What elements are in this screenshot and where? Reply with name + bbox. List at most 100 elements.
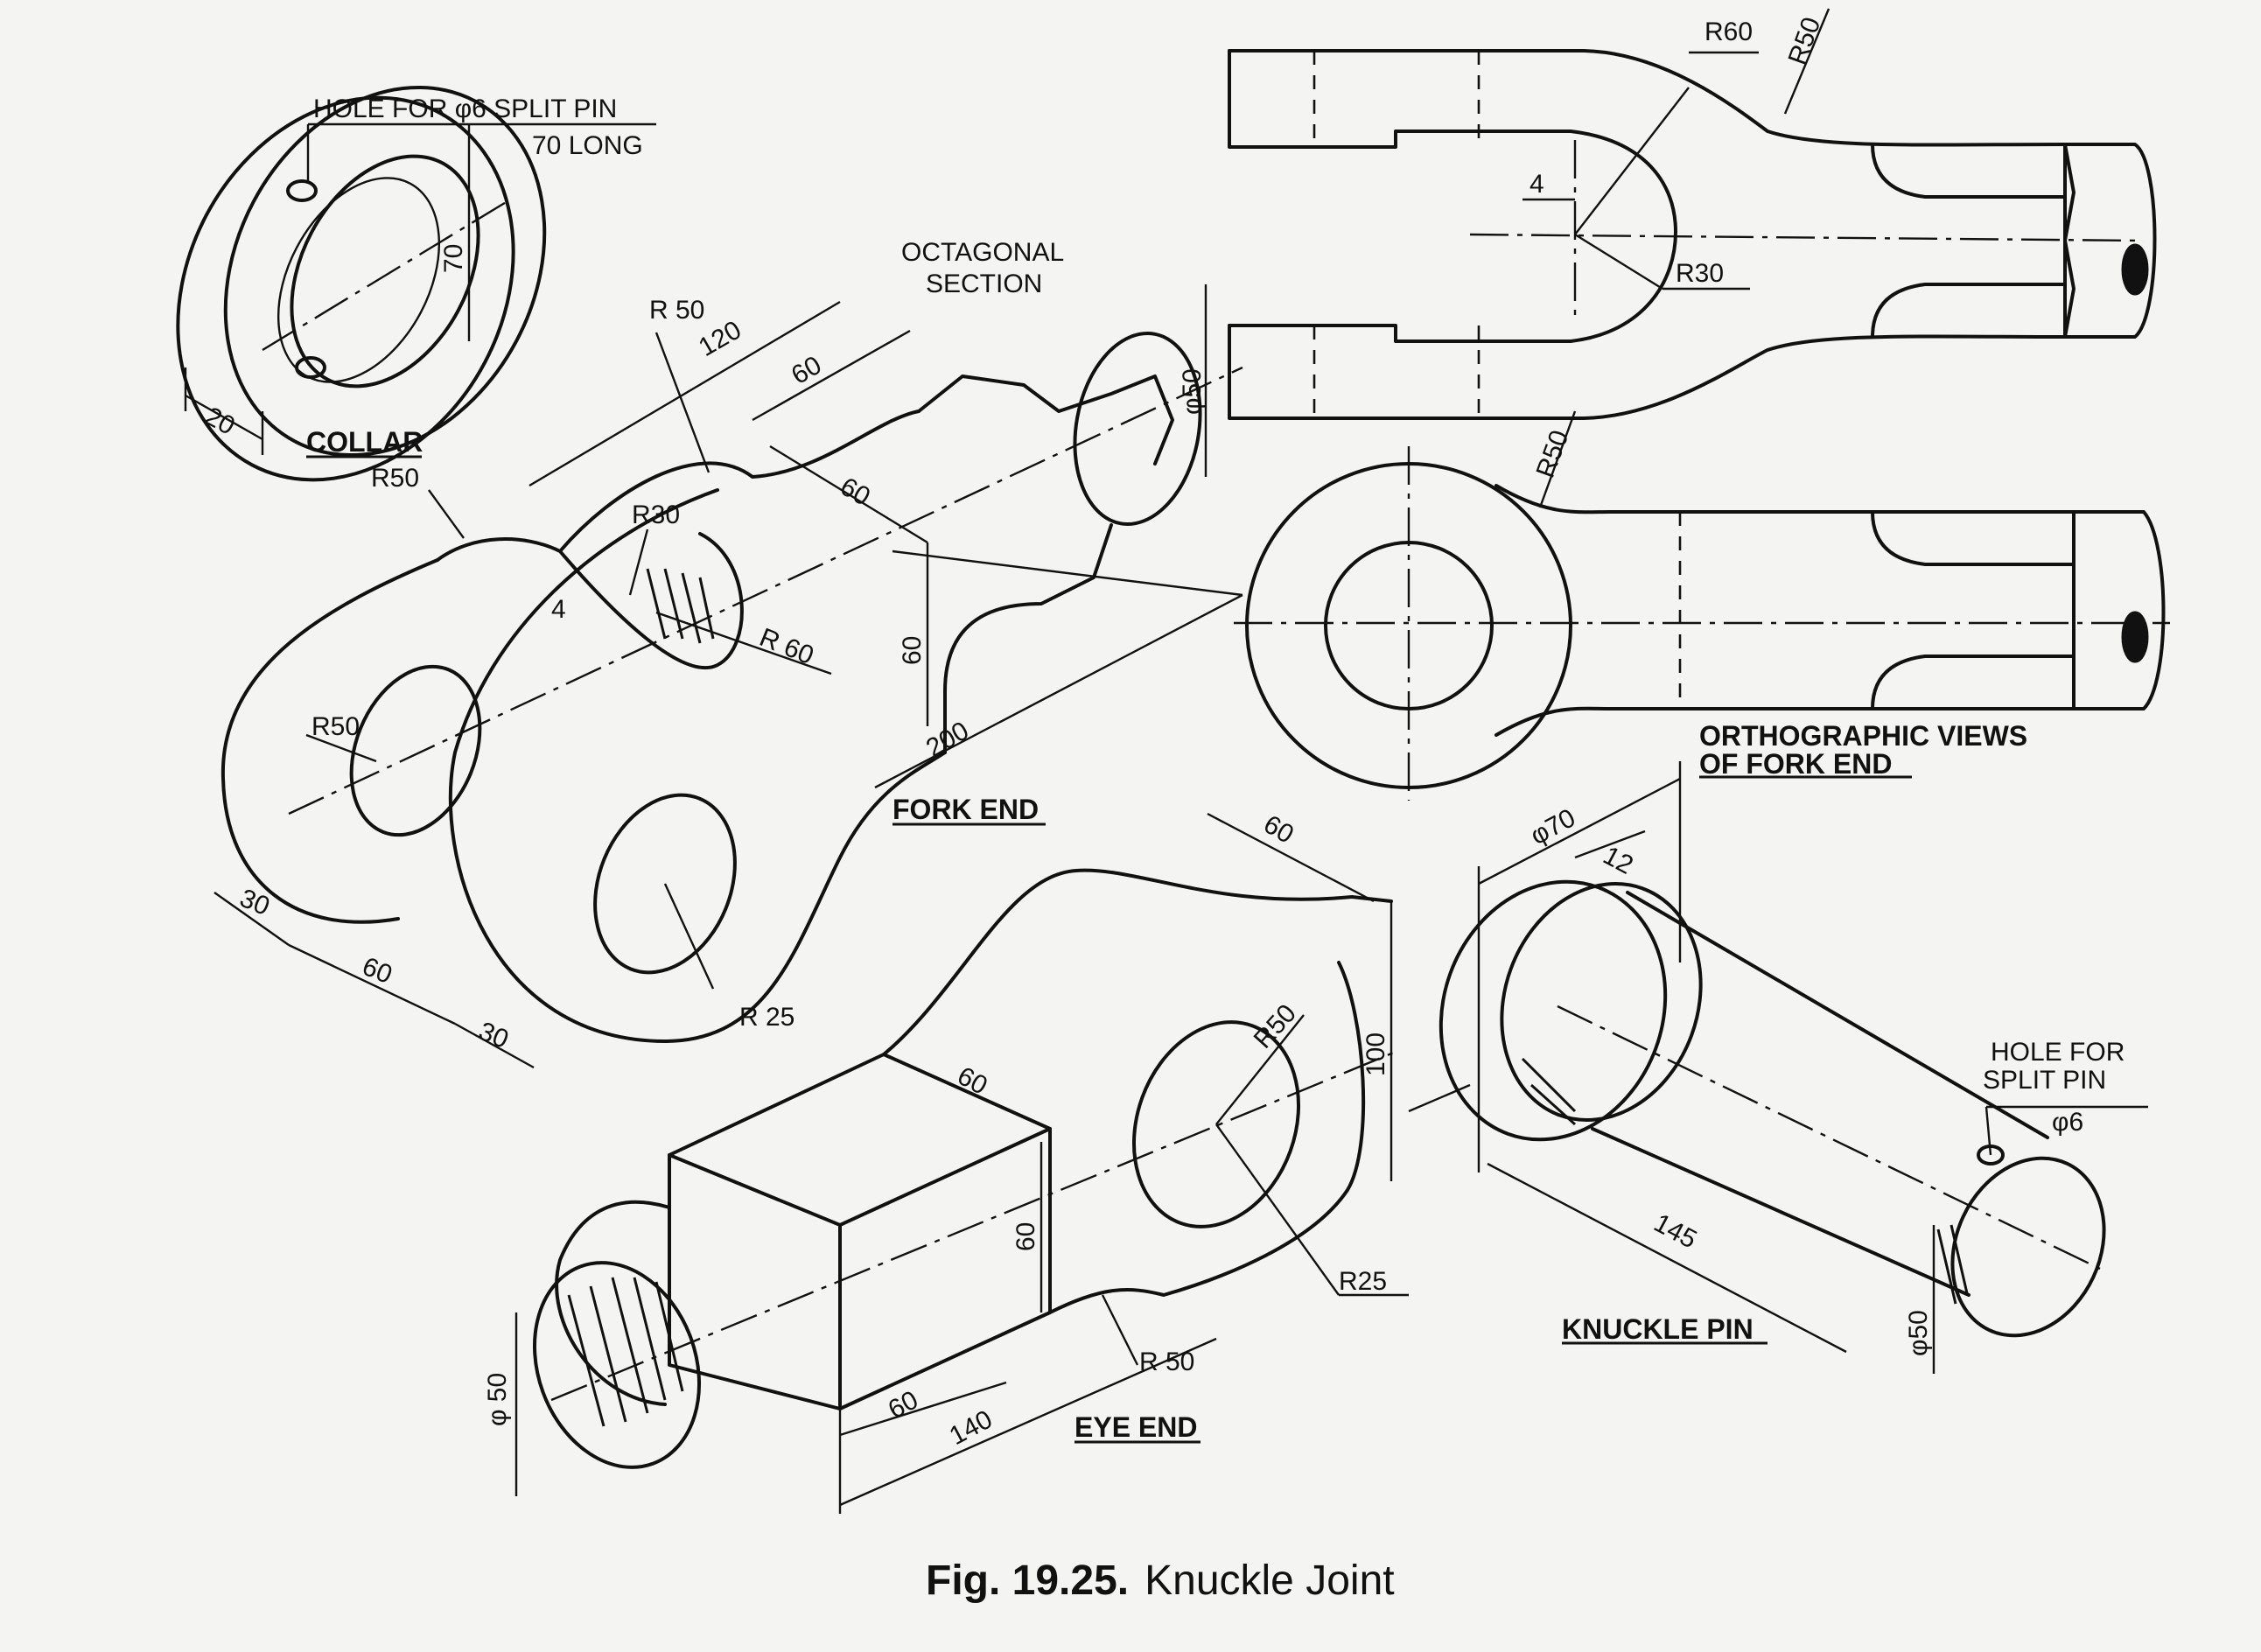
fork-dim-30b-line bbox=[454, 1022, 535, 1069]
eye-dim-r50: R50 bbox=[1249, 999, 1302, 1054]
collar-dim-70: 70 bbox=[439, 244, 468, 273]
pin-dim-145-line bbox=[1487, 1162, 1847, 1354]
fork-front-lug-outline bbox=[448, 488, 947, 1043]
ortho-front-body bbox=[1494, 484, 2076, 737]
eye-section-hatch bbox=[611, 1277, 649, 1414]
ortho-top-rod-section bbox=[2121, 243, 2149, 296]
pin-head-front bbox=[1500, 881, 1703, 1123]
fork-r50-hole-leader bbox=[305, 733, 377, 763]
ortho-top-upper-jaw bbox=[1228, 49, 1677, 234]
fork-dim-30a-line bbox=[214, 892, 290, 946]
eye-octagon-top bbox=[668, 1053, 1052, 1227]
pin-hole-note-dia: φ6 bbox=[2052, 1108, 2083, 1137]
eye-dim-100: 100 bbox=[1362, 1032, 1390, 1076]
ortho-dim-4: 4 bbox=[1530, 170, 1544, 199]
collar-hole-note-2: 70 LONG bbox=[532, 131, 643, 160]
figure-number: Fig. 19.25. bbox=[926, 1558, 1129, 1604]
fork-back-hole bbox=[349, 664, 482, 837]
fork-rod-end bbox=[1073, 331, 1202, 527]
ortho-top-lower-jaw bbox=[1228, 230, 1677, 343]
fork-octagon-top bbox=[917, 374, 1174, 466]
fork-dim-200: 200 bbox=[921, 716, 974, 763]
eye-rod-end bbox=[532, 1261, 702, 1469]
fork-dim-30-b: 30 bbox=[474, 1017, 512, 1054]
ortho-fork-views bbox=[1228, 8, 2170, 801]
collar-bore bbox=[290, 154, 480, 388]
fork-slot bbox=[558, 532, 744, 670]
eye-section-hatch bbox=[633, 1277, 667, 1401]
fork-dim-phi50: φ50 bbox=[1178, 368, 1207, 415]
ortho-r30-leader bbox=[1574, 233, 1663, 290]
fork-shade-line bbox=[698, 577, 715, 640]
pin-hole-note-1: HOLE FOR bbox=[1991, 1038, 2124, 1067]
fork-dim-r50-hole: R50 bbox=[312, 712, 360, 741]
eye-octagon-front bbox=[838, 1127, 1052, 1410]
fork-dim-4: 4 bbox=[551, 595, 566, 624]
ortho-front-rod-section bbox=[2121, 611, 2149, 663]
pin-dim-phi70: φ70 bbox=[1526, 803, 1580, 850]
ortho-top-fillets bbox=[1871, 143, 2067, 339]
pin-dim-12-line bbox=[1574, 830, 1646, 859]
octagonal-note-2: SECTION bbox=[926, 270, 1042, 298]
fork-shade-line bbox=[681, 572, 702, 644]
eye-section-hatch bbox=[654, 1281, 684, 1392]
eye-axis bbox=[550, 1048, 1401, 1402]
fork-shade-line bbox=[663, 568, 684, 640]
pin-end bbox=[1950, 1156, 2106, 1338]
pin-axis bbox=[1557, 1004, 2101, 1270]
octagonal-note-1: OCTAGONAL bbox=[901, 238, 1064, 267]
fork-dim-200-ext bbox=[892, 550, 1243, 597]
fork-dim-60-top-line bbox=[752, 329, 911, 422]
knuckle-pin-view bbox=[1408, 761, 2148, 1374]
eye-section-hatch bbox=[567, 1294, 606, 1427]
fork-top-edge bbox=[436, 410, 920, 562]
ortho-title-2: OF FORK END bbox=[1699, 748, 1892, 780]
eye-end-view bbox=[514, 812, 1409, 1514]
eye-end-title: EYE END bbox=[1074, 1411, 1197, 1443]
pin-dim-phi70-line bbox=[1478, 777, 1681, 886]
eye-section-hatch bbox=[589, 1285, 627, 1423]
collar-hole-note-1: HOLE FOR φ6 SPLIT PIN bbox=[313, 94, 617, 123]
eye-dim-140-line bbox=[839, 1337, 1217, 1507]
fork-r60-leader bbox=[655, 611, 832, 676]
ortho-dim-r50-bottom: R50 bbox=[1531, 426, 1575, 481]
fork-dim-60-vert: 60 bbox=[898, 636, 927, 665]
fork-dim-60-bottom: 60 bbox=[358, 952, 396, 990]
eye-body-bottom bbox=[1048, 961, 1366, 1314]
collar-dim-20-line bbox=[185, 394, 263, 441]
pin-dim-145: 145 bbox=[1649, 1208, 1702, 1255]
figure-caption: Fig. 19.25. Knuckle Joint bbox=[926, 1558, 1395, 1604]
fork-dim-r60: R 60 bbox=[755, 623, 817, 670]
ortho-front-rod bbox=[2072, 510, 2166, 710]
eye-hole bbox=[1131, 1020, 1301, 1228]
fork-dim-r30: R30 bbox=[632, 500, 680, 529]
pin-arrow-line bbox=[1408, 1083, 1471, 1113]
figure-title: Knuckle Joint bbox=[1144, 1558, 1395, 1604]
collar-bore-inner bbox=[276, 177, 441, 383]
eye-r50-leader bbox=[1215, 1014, 1305, 1125]
pin-dim-phi50: φ50 bbox=[1904, 1310, 1933, 1356]
eye-dim-r25: R25 bbox=[1339, 1267, 1387, 1296]
collar-view bbox=[176, 85, 656, 482]
ortho-front-hole bbox=[1324, 541, 1494, 710]
eye-dim-60-face: 60 bbox=[953, 1061, 992, 1101]
fork-dim-r50-left: R50 bbox=[371, 464, 419, 493]
fork-dim-60-top: 60 bbox=[787, 351, 826, 390]
collar-title: COLLAR bbox=[306, 426, 423, 458]
fork-dim-200-line bbox=[874, 593, 1243, 789]
eye-r25-leader bbox=[1215, 1124, 1340, 1296]
collar-pin-hole-bottom bbox=[295, 356, 326, 379]
pin-head-back bbox=[1438, 879, 1668, 1142]
fork-dim-r25: R 25 bbox=[739, 1003, 794, 1032]
eye-rod-neck bbox=[555, 1200, 671, 1406]
fork-front-hole bbox=[593, 793, 737, 975]
eye-r50-bottom-leader bbox=[1101, 1294, 1139, 1366]
eye-body-top bbox=[882, 868, 1393, 1056]
ortho-top-octagon bbox=[2063, 143, 2076, 339]
ortho-top-lower-edge bbox=[1228, 324, 2067, 420]
ortho-r50-bottom-leader bbox=[1538, 410, 1577, 508]
fork-dim-120-line bbox=[528, 300, 841, 487]
eye-dim-60-vert: 60 bbox=[1012, 1222, 1040, 1251]
